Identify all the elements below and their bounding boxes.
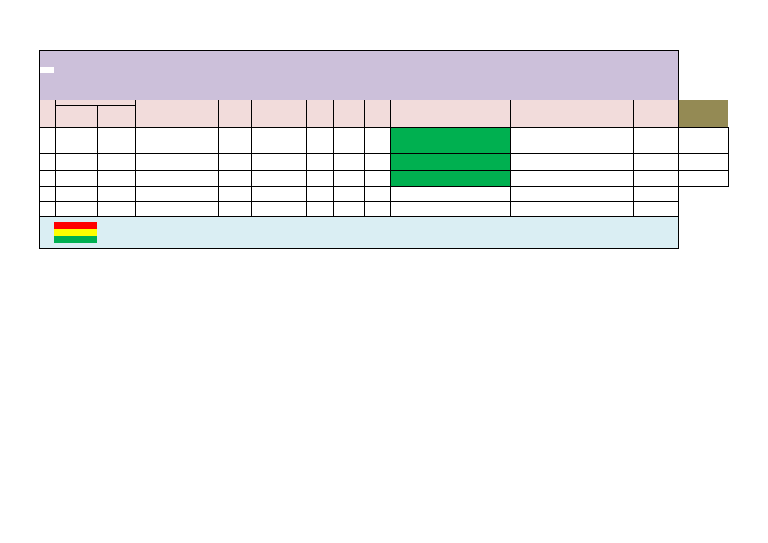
grid-line bbox=[390, 100, 391, 216]
grid-line bbox=[39, 127, 729, 128]
grid-line bbox=[218, 100, 219, 216]
grid-line bbox=[333, 100, 334, 216]
status-cell-green bbox=[391, 153, 510, 170]
status-cell-green bbox=[391, 127, 510, 153]
title-tag bbox=[40, 67, 54, 73]
status-cell-green bbox=[391, 170, 510, 187]
header-band bbox=[39, 100, 678, 127]
grid-line bbox=[678, 216, 679, 248]
grid-line bbox=[251, 100, 252, 216]
grid-line bbox=[135, 100, 136, 216]
grid-line bbox=[97, 105, 98, 216]
grid-line bbox=[55, 100, 56, 216]
corner-cell bbox=[678, 100, 728, 127]
grid-line bbox=[55, 105, 135, 106]
grid-line bbox=[39, 201, 678, 202]
grid-line bbox=[39, 50, 678, 51]
grid-line bbox=[39, 153, 729, 154]
grid-line bbox=[39, 170, 729, 171]
grid-line bbox=[39, 50, 40, 248]
legend-band bbox=[39, 216, 678, 248]
title-band bbox=[39, 50, 678, 100]
legend-swatch-green bbox=[54, 236, 97, 243]
grid-line bbox=[39, 216, 678, 217]
legend-swatch-red bbox=[54, 222, 97, 229]
grid-line bbox=[510, 100, 511, 216]
grid-line bbox=[39, 248, 679, 249]
grid-line bbox=[728, 127, 729, 186]
grid-line bbox=[633, 100, 634, 216]
grid-line bbox=[306, 100, 307, 216]
grid-line bbox=[678, 50, 679, 216]
grid-line bbox=[39, 186, 729, 187]
legend-swatch-yellow bbox=[54, 229, 97, 236]
grid-line bbox=[364, 100, 365, 216]
